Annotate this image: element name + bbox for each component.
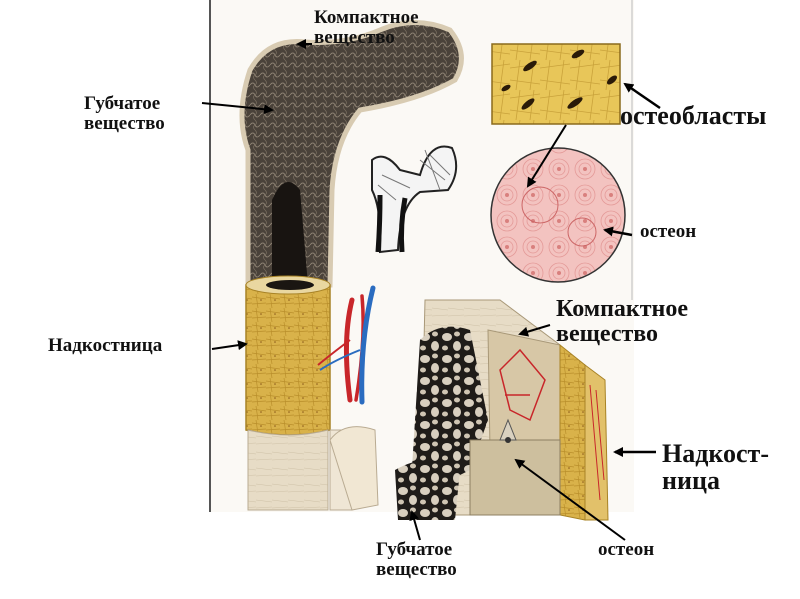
label-compact-substance-top: Компактное вещество (314, 8, 419, 48)
label-osteoblasts: остеобласты (620, 101, 767, 130)
label-text: вещество (376, 558, 457, 580)
label-text: Компактное (314, 7, 419, 28)
osteon-micrograph (490, 147, 626, 283)
label-spongy-substance-bottom: Губчатое вещество (376, 540, 457, 580)
label-osteon-bottom: остеон (598, 540, 654, 560)
leader-arrows (201, 39, 661, 541)
label-text: вещество (314, 26, 395, 48)
label-text: остеобласты (620, 101, 767, 130)
label-osteon-circle: остеон (640, 222, 696, 242)
label-periosteum-right: Надкост- ница (662, 440, 769, 495)
label-compact-substance-middle: Компактное вещество (556, 296, 689, 348)
label-text: Надкостница (48, 335, 163, 356)
label-text: остеон (640, 221, 697, 242)
label-text: остеон (598, 539, 655, 560)
osteoblasts-tissue (491, 43, 621, 125)
femur-illustration (239, 20, 464, 511)
label-text: вещество (556, 321, 659, 348)
label-text: Компактное (556, 296, 689, 322)
label-periosteum-left: Надкостница (48, 336, 162, 356)
label-spongy-substance-left: Губчатое вещество (84, 94, 165, 134)
blood-vessels (317, 285, 376, 405)
label-text: Надкост- (662, 439, 769, 468)
label-text: ница (662, 466, 720, 496)
label-text: Губчатое (376, 539, 453, 560)
label-text: вещество (84, 112, 165, 134)
label-text: Губчатое (84, 93, 161, 114)
femur-trabecular-sketch (371, 145, 458, 254)
